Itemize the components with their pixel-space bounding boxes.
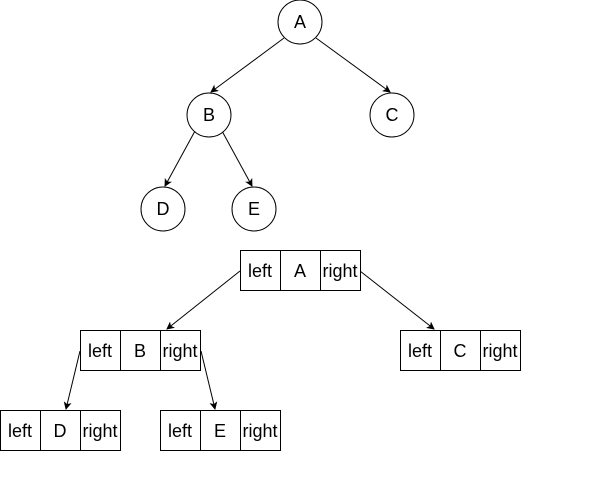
tree-node-e: E: [231, 186, 277, 232]
tree-node-c-label: C: [386, 105, 399, 125]
link-node-a-right-label: right: [322, 261, 357, 281]
link-node-e-left-label: left: [168, 421, 192, 441]
link-edge-b-d: [63, 350, 81, 410]
tree-edge-b-e: [221, 130, 253, 187]
tree-node-b-label: B: [203, 105, 215, 125]
tree-node-a-label: A: [294, 12, 306, 32]
link-node-c-value-cell: [440, 330, 481, 371]
link-node-e-right-label: right: [242, 421, 277, 441]
tree-node-e-label: E: [248, 199, 260, 219]
link-edge-b-e: [200, 350, 218, 410]
linked-structure: left A right left B right left C right: [0, 250, 521, 451]
link-node-d-left-label: left: [8, 421, 32, 441]
link-node-a-right-cell: [320, 250, 361, 291]
link-node-a-value-label: A: [294, 261, 306, 281]
tree-node-d-label: D: [157, 199, 170, 219]
link-node-b-value-label: B: [134, 341, 146, 361]
link-node-b: left B right: [80, 330, 201, 371]
link-node-c: left C right: [400, 330, 521, 371]
tree-edge-a-b: [210, 37, 285, 93]
link-node-a: left A right: [240, 250, 361, 291]
link-node-c-right-cell: [480, 330, 521, 371]
link-edge-a-b: [166, 270, 241, 330]
link-node-b-left-label: left: [88, 341, 112, 361]
link-node-d: left D right: [0, 410, 121, 451]
tree-node-b: B: [186, 92, 232, 138]
link-node-e-right-cell: [240, 410, 281, 451]
link-node-a-value-cell: [280, 250, 321, 291]
link-node-b-right-label: right: [162, 341, 197, 361]
link-node-b-value-cell: [120, 330, 161, 371]
tree-edge-a-c: [315, 37, 391, 93]
link-node-d-value-cell: [40, 410, 81, 451]
link-node-b-left-cell: [80, 330, 121, 371]
link-node-d-right-cell: [80, 410, 121, 451]
link-node-e-value-label: E: [214, 421, 226, 441]
tree-node-d: D: [140, 186, 186, 232]
link-node-a-left-label: left: [248, 261, 272, 281]
link-node-d-value-label: D: [54, 421, 67, 441]
link-node-c-left-cell: [400, 330, 441, 371]
link-node-c-right-label: right: [482, 341, 517, 361]
tree-edge-b-d: [164, 130, 196, 187]
link-node-d-right-label: right: [82, 421, 117, 441]
tree-node-c: C: [369, 92, 415, 138]
link-edge-a-c: [359, 270, 435, 330]
tree-node-a: A: [277, 0, 323, 45]
link-node-b-right-cell: [160, 330, 201, 371]
circle-tree: A B C D E: [140, 0, 415, 232]
link-node-e: left E right: [160, 410, 281, 451]
link-node-c-left-label: left: [408, 341, 432, 361]
link-node-c-value-label: C: [454, 341, 467, 361]
link-node-d-left-cell: [0, 410, 41, 451]
